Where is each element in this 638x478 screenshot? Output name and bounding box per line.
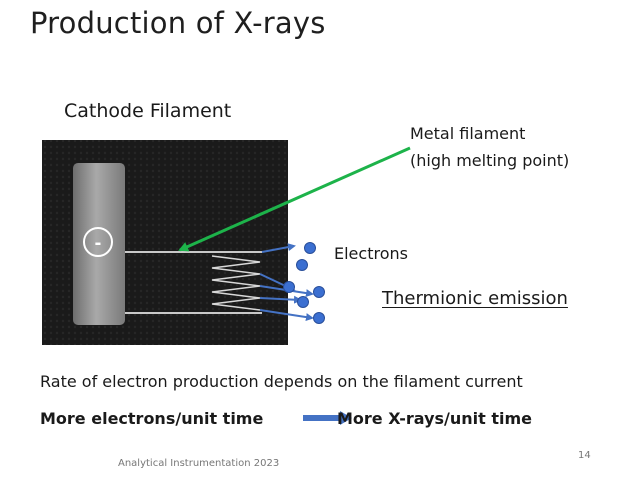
arrow-right <box>259 285 314 298</box>
arrow-right <box>259 295 302 304</box>
electron-dot <box>304 242 316 254</box>
cathode-label: Cathode Filament <box>64 100 232 122</box>
electron-dot <box>313 286 325 298</box>
metal-filament-label: Metal filament (high melting point) <box>410 120 569 174</box>
arrow-right <box>259 273 296 292</box>
electron-dot <box>296 259 308 271</box>
electrons-label: Electrons <box>334 244 408 263</box>
cathode-symbol: - <box>95 232 102 254</box>
more-electrons-text: More electrons/unit time <box>40 409 264 428</box>
electron-dot <box>297 296 309 308</box>
more-xrays-text: More X-rays/unit time <box>337 409 533 428</box>
green-arrow <box>178 146 411 252</box>
filament-photo <box>42 140 288 345</box>
cathode-icon <box>83 227 113 257</box>
page-number: 14 <box>578 450 591 461</box>
filament-coil <box>211 255 261 311</box>
arrow-right <box>259 309 314 322</box>
filament-wire <box>125 251 262 314</box>
thermionic-emission-label: Thermionic emission <box>382 288 568 309</box>
cathode-block <box>73 163 125 325</box>
electron-dot <box>283 281 295 293</box>
metal-label-line1: Metal filament <box>410 124 526 143</box>
footer-text: Analytical Instrumentation 2023 <box>118 458 280 469</box>
electrons <box>283 242 325 324</box>
rate-statement: Rate of electron production depends on t… <box>40 372 523 391</box>
metal-label-line2: (high melting point) <box>410 151 570 170</box>
slide-title: Production of X-rays <box>30 6 326 40</box>
arrow-right <box>261 243 296 253</box>
emission-arrows <box>259 243 314 322</box>
electron-dot <box>313 312 325 324</box>
